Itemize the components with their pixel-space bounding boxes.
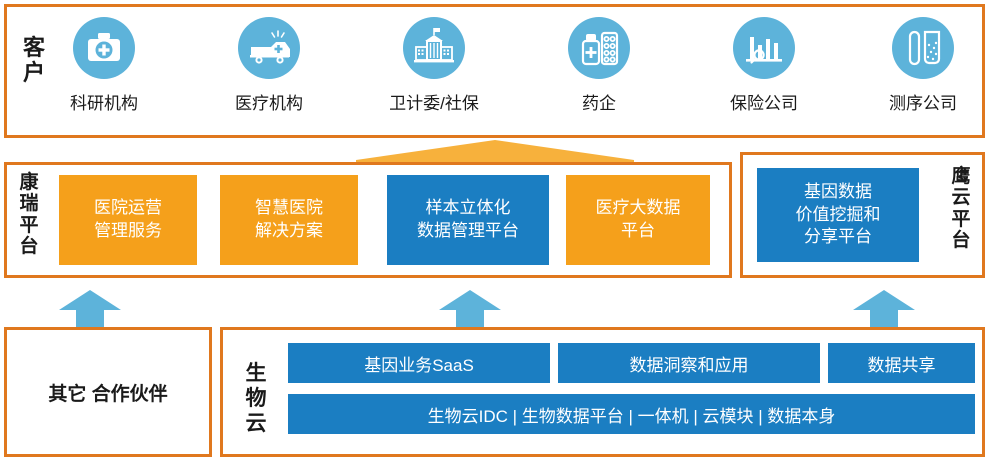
customer-item-label: 药企 (582, 94, 616, 113)
ambulance-icon (238, 17, 300, 79)
kangrui-card-2[interactable]: 样本立体化 数据管理平台 (387, 175, 549, 265)
customer-item-1[interactable]: 医疗机构 (213, 17, 325, 114)
customers-section-label: 客 户 (22, 35, 45, 85)
bar-label: 数据共享 (867, 355, 936, 375)
card-label: 医疗大数据 平台 (595, 198, 681, 240)
partners-label: 其它 合作伙伴 (48, 383, 168, 405)
card-label: 智慧医院 解决方案 (255, 198, 323, 240)
yingyun-platform-label: 鹰 云 平 台 (951, 166, 971, 251)
partners-section (4, 327, 212, 457)
kangrui-card-1[interactable]: 智慧医院 解决方案 (220, 175, 358, 265)
blue-up-arrow-icon-1 (438, 288, 502, 330)
gold-up-arrow-icon (356, 140, 634, 162)
bar-label: 基因业务SaaS (364, 355, 474, 375)
bar-label: 数据洞察和应用 (629, 355, 749, 375)
customer-item-3[interactable]: 药企 (543, 17, 655, 114)
kangrui-card-3[interactable]: 医疗大数据 平台 (566, 175, 710, 265)
customer-item-label: 测序公司 (889, 94, 957, 113)
biocloud-bottom-bar[interactable]: 生物云IDC | 生物数据平台 | 一体机 | 云模块 | 数据本身 (288, 394, 975, 434)
biocloud-bar-1[interactable]: 数据洞察和应用 (558, 343, 820, 383)
test-tube-icon (892, 17, 954, 79)
blue-up-arrow-icon-0 (58, 288, 122, 330)
customer-item-2[interactable]: 卫计委/社保 (378, 17, 490, 114)
kangrui-platform-label: 康 瑞 平 台 (19, 172, 39, 257)
government-building-icon (403, 17, 465, 79)
customer-item-label: 医疗机构 (235, 94, 303, 113)
biocloud-bar-0[interactable]: 基因业务SaaS (288, 343, 550, 383)
bar-chart-icon (733, 17, 795, 79)
customer-item-5[interactable]: 测序公司 (867, 17, 979, 114)
customer-item-label: 卫计委/社保 (389, 94, 479, 113)
customer-item-label: 科研机构 (70, 94, 138, 113)
blue-up-arrow-icon-2 (852, 288, 916, 330)
customers-section (4, 4, 985, 138)
yingyun-card-0[interactable]: 基因数据 价值挖掘和 分享平台 (757, 168, 919, 262)
medical-kit-icon (73, 17, 135, 79)
card-label: 医院运营 管理服务 (94, 198, 162, 240)
kangrui-card-0[interactable]: 医院运营 管理服务 (59, 175, 197, 265)
bar-label: 生物云IDC | 生物数据平台 | 一体机 | 云模块 | 数据本身 (427, 406, 836, 426)
biocloud-bar-2[interactable]: 数据共享 (828, 343, 975, 383)
biocloud-section-label: 生 物 云 (245, 362, 267, 435)
customer-item-4[interactable]: 保险公司 (708, 17, 820, 114)
medicine-bottle-icon (568, 17, 630, 79)
card-label: 样本立体化 数据管理平台 (417, 198, 519, 240)
customer-item-0[interactable]: 科研机构 (48, 17, 160, 114)
customer-item-label: 保险公司 (730, 94, 798, 113)
card-label: 基因数据 价值挖掘和 分享平台 (795, 181, 881, 247)
